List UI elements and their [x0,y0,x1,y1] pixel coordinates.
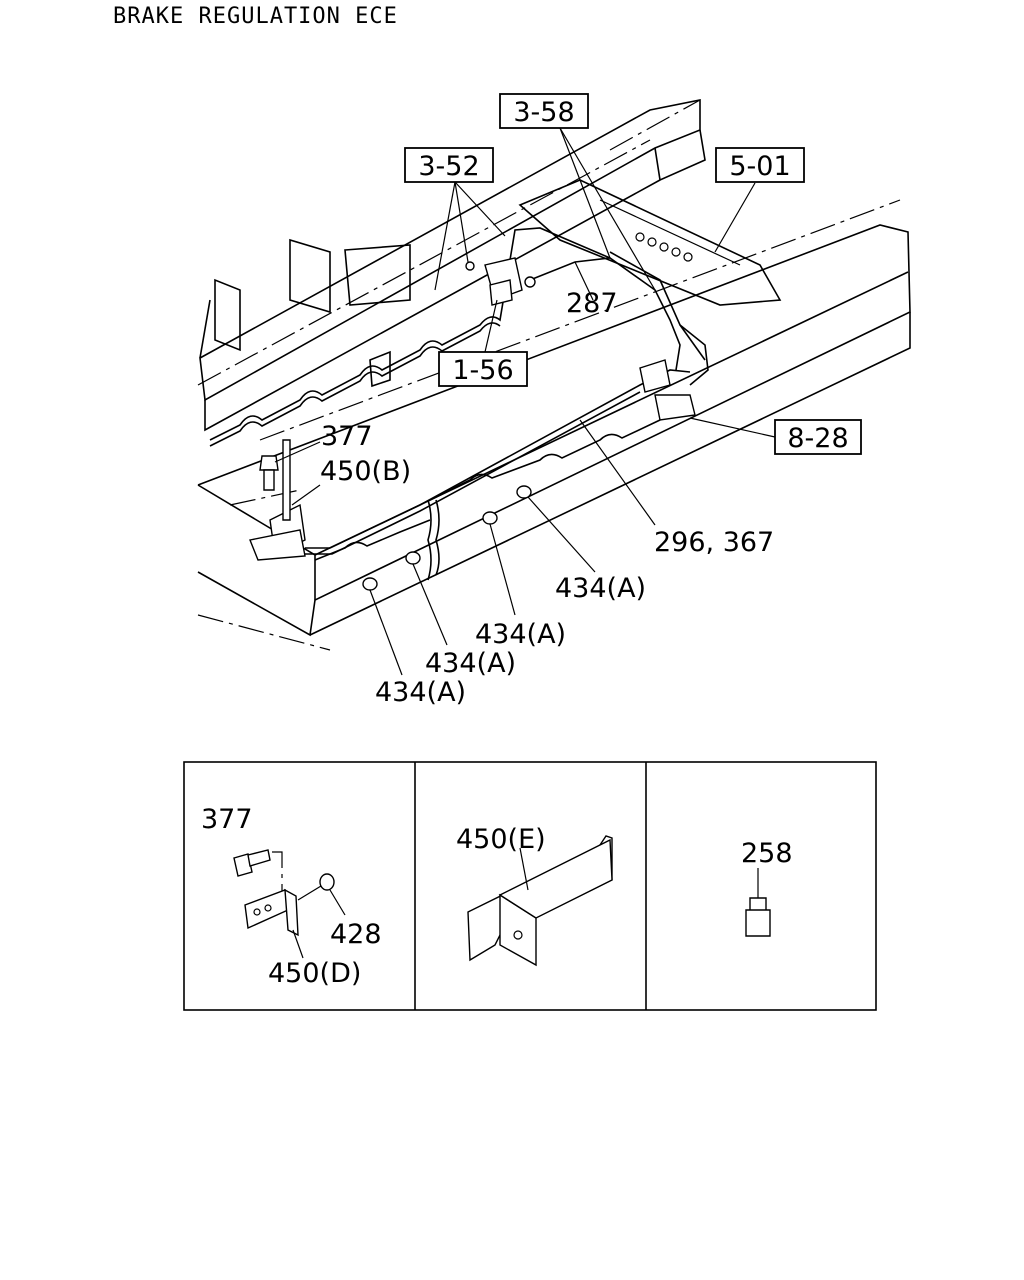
reference-8-28: 8-28 [774,419,862,455]
callout-434a-4: 434(A) [375,677,466,708]
panel1-callout-428: 428 [330,919,382,950]
reference-5-01: 5-01 [715,147,805,183]
callout-434a-1: 434(A) [555,573,646,604]
detail-panel-bracket-450e: 450(E) [456,824,613,967]
detail-panel-bolt-bracket: 377 428 450(D) [201,804,382,989]
page-title: BRAKE REGULATION ECE [113,4,398,29]
reference-3-52-label: 3-52 [418,151,479,182]
panel2-callout-450e: 450(E) [456,824,546,855]
callout-450b: 450(B) [320,456,411,487]
brake-pipes [249,251,709,591]
panel3-callout-258: 258 [741,838,793,869]
panel1-callout-377: 377 [201,804,253,835]
detail-table [183,761,877,1011]
callout-434a-2: 434(A) [475,619,566,650]
reference-5-01-label: 5-01 [729,151,790,182]
reference-3-58-label: 3-58 [513,97,574,128]
reference-1-56-label: 1-56 [452,355,513,386]
detail-panel-fitting-258: 258 [741,838,793,937]
reference-3-58: 3-58 [499,93,589,129]
callout-296-367: 296, 367 [654,527,774,558]
callout-377: 377 [321,421,373,452]
callout-287: 287 [566,288,618,319]
reference-1-56: 1-56 [438,351,528,387]
reference-3-52: 3-52 [404,147,494,183]
reference-8-28-label: 8-28 [787,423,848,454]
leader-lines [274,127,776,676]
callout-434a-3: 434(A) [425,648,516,679]
panel1-callout-450d: 450(D) [268,958,361,989]
